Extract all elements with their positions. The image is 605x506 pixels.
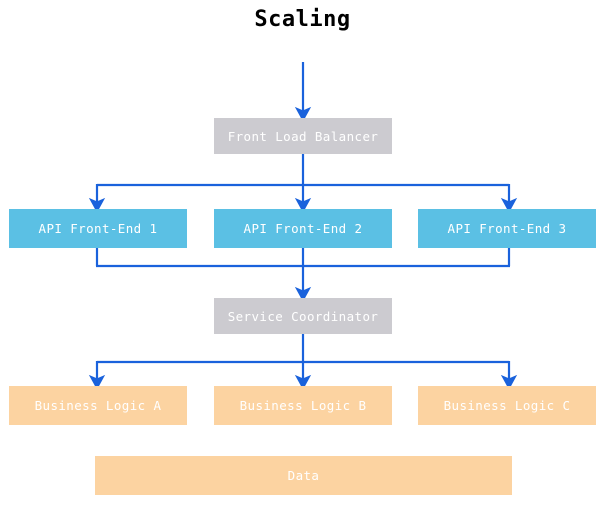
node-service-coordinator[interactable]: Service Coordinator — [214, 298, 392, 334]
node-api-front-end-3-label: API Front-End 3 — [447, 221, 567, 236]
edge-group-api-to-coordinator — [95, 248, 511, 302]
node-front-load-balancer-label: Front Load Balancer — [227, 128, 379, 144]
node-api-front-end-1[interactable]: API Front-End 1 — [9, 209, 187, 248]
node-api-front-end-2-label: API Front-End 2 — [243, 221, 363, 236]
node-data-store[interactable]: Data — [95, 456, 512, 495]
node-api-front-end-2[interactable]: API Front-End 2 — [214, 209, 392, 248]
node-api-front-end-3[interactable]: API Front-End 3 — [418, 209, 596, 248]
node-data-store-label: Data — [287, 468, 320, 483]
node-api-front-end-1-label: API Front-End 1 — [38, 221, 158, 236]
node-front-load-balancer[interactable]: Front Load Balancer — [214, 118, 392, 154]
node-business-logic-b-label: Business Logic B — [239, 398, 367, 413]
node-business-logic-c-label: Business Logic C — [443, 398, 571, 413]
edge-group-lb-to-api — [88, 154, 518, 213]
node-business-logic-b[interactable]: Business Logic B — [214, 386, 392, 425]
page-title: Scaling — [254, 7, 351, 32]
node-business-logic-a-label: Business Logic A — [34, 398, 162, 413]
node-business-logic-c[interactable]: Business Logic C — [418, 386, 596, 425]
edge-group-coordinator-to-logic — [88, 334, 518, 390]
node-business-logic-a[interactable]: Business Logic A — [9, 386, 187, 425]
node-service-coordinator-label: Service Coordinator — [227, 308, 379, 324]
